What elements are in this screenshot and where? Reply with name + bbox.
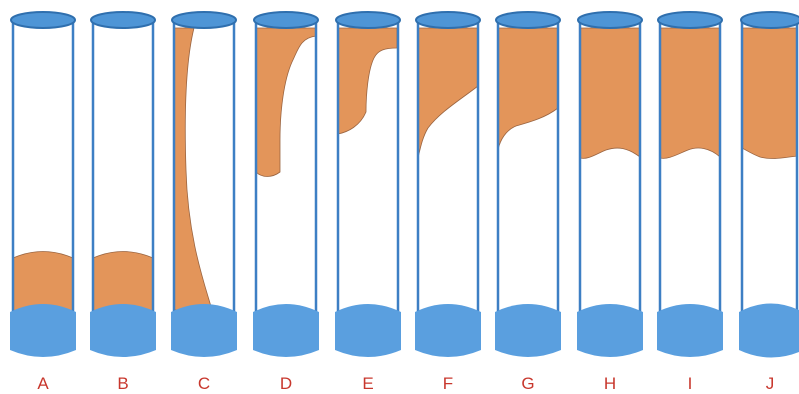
base-i	[657, 304, 723, 357]
base-f	[415, 304, 481, 357]
tube-j: J	[739, 12, 799, 393]
tube-e: E	[335, 12, 401, 393]
tube-a: A	[10, 12, 76, 393]
cap-e	[336, 12, 400, 28]
substance-b	[93, 252, 153, 313]
base-g	[495, 304, 561, 357]
tube-d: D	[253, 12, 319, 393]
tube-label-h: H	[604, 374, 616, 393]
tube-label-i: I	[688, 374, 693, 393]
cap-f	[416, 12, 480, 28]
tube-label-c: C	[198, 374, 210, 393]
tube-c: C	[171, 12, 237, 393]
base-h	[577, 304, 643, 357]
substance-a	[13, 252, 73, 313]
tube-label-a: A	[37, 374, 49, 393]
tube-g: G	[495, 12, 561, 393]
cap-i	[658, 12, 722, 28]
cap-g	[496, 12, 560, 28]
tube-label-f: F	[443, 374, 453, 393]
tube-label-g: G	[521, 374, 534, 393]
tube-label-e: E	[362, 374, 373, 393]
tube-label-d: D	[280, 374, 292, 393]
substance-c	[174, 28, 212, 310]
base-j	[739, 303, 799, 357]
substance-g	[498, 28, 558, 150]
cap-c	[172, 12, 236, 28]
tube-f: F	[415, 12, 481, 393]
tube-label-j: J	[766, 374, 775, 393]
tube-b: B	[90, 12, 156, 393]
cap-a	[11, 12, 75, 28]
substance-d	[256, 28, 316, 177]
cap-b	[91, 12, 155, 28]
substance-f	[418, 28, 478, 158]
tube-h: H	[577, 12, 643, 393]
tube-i: I	[657, 12, 723, 393]
base-a	[10, 304, 76, 357]
base-d	[253, 304, 319, 357]
base-b	[90, 304, 156, 357]
substance-i	[660, 28, 720, 158]
cap-d	[254, 12, 318, 28]
cap-h	[578, 12, 642, 28]
base-c	[171, 304, 237, 357]
tube-label-b: B	[117, 374, 128, 393]
cap-j	[741, 12, 799, 28]
base-e	[335, 304, 401, 357]
substance-e	[338, 28, 397, 134]
substance-j	[742, 28, 797, 159]
substance-h	[580, 28, 640, 158]
